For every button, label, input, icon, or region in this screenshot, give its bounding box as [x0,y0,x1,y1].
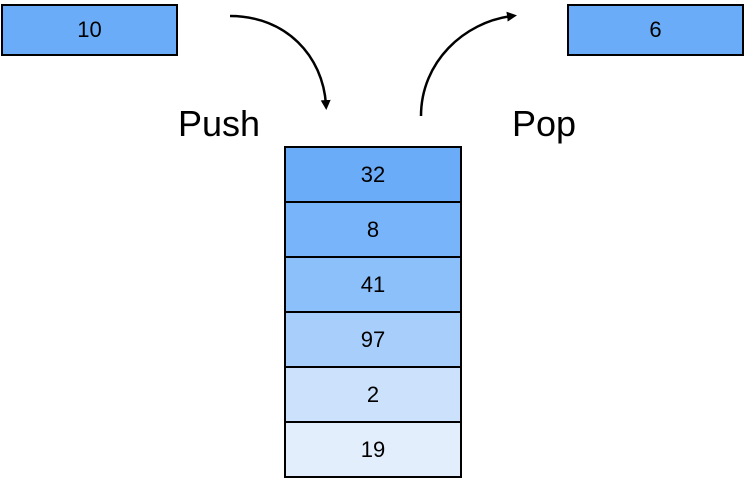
stack: 32 8 41 97 2 19 [284,146,462,478]
stack-item-value: 32 [360,161,386,187]
push-arrow [229,14,331,110]
stack-item-value: 97 [360,326,386,352]
stack-item: 2 [286,366,460,421]
pushed-item-value: 10 [77,17,102,42]
stack-item-value: 8 [366,216,380,242]
stack-item-value: 41 [360,271,386,297]
stack-item: 19 [286,421,460,476]
push-label: Push [178,103,261,144]
stack-item-value: 19 [360,436,386,462]
popped-item-value: 6 [649,17,662,42]
stack-item: 97 [286,311,460,366]
stack-item-value: 2 [366,381,380,407]
stack-item: 41 [286,256,460,311]
pushed-item-box: 10 [1,4,178,56]
pop-label: Pop [512,103,577,144]
pop-arrow [419,11,517,117]
stack-item: 32 [286,148,460,201]
popped-item-box: 6 [567,4,744,56]
stack-item: 8 [286,201,460,256]
